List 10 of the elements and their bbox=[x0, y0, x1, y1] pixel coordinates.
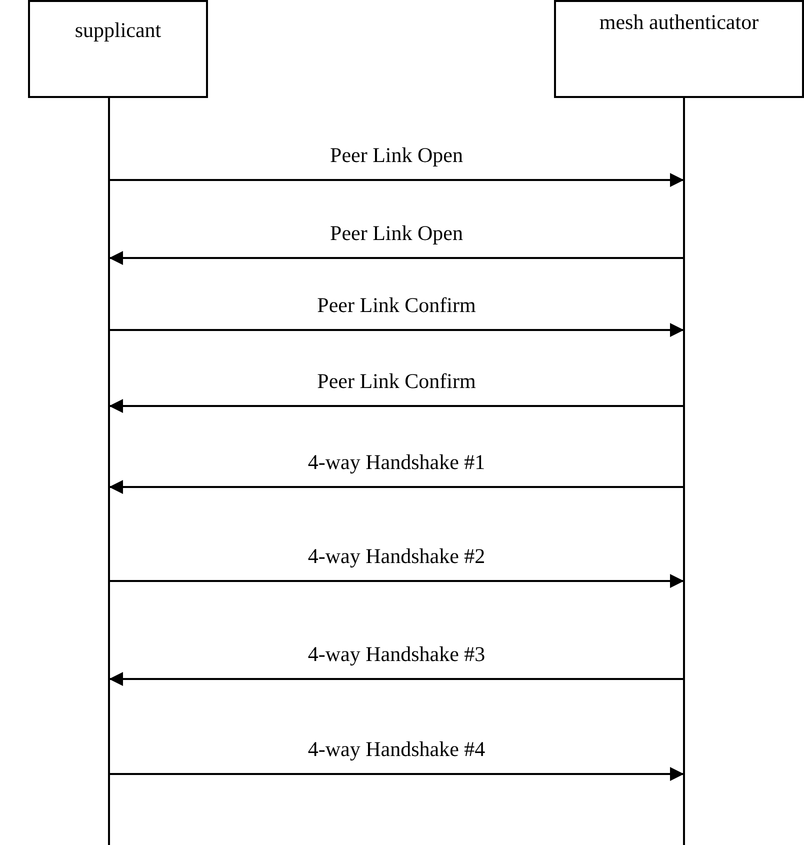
message-arrow bbox=[109, 672, 684, 686]
message-arrow bbox=[109, 323, 684, 337]
message-arrow bbox=[109, 173, 684, 187]
participant-box: mesh authenticator bbox=[554, 0, 804, 98]
message-arrow bbox=[109, 574, 684, 588]
message-arrow bbox=[109, 251, 684, 265]
message-arrow bbox=[109, 767, 684, 781]
message-arrow bbox=[109, 480, 684, 494]
message-arrow bbox=[109, 399, 684, 413]
participant-box: supplicant bbox=[28, 0, 208, 98]
